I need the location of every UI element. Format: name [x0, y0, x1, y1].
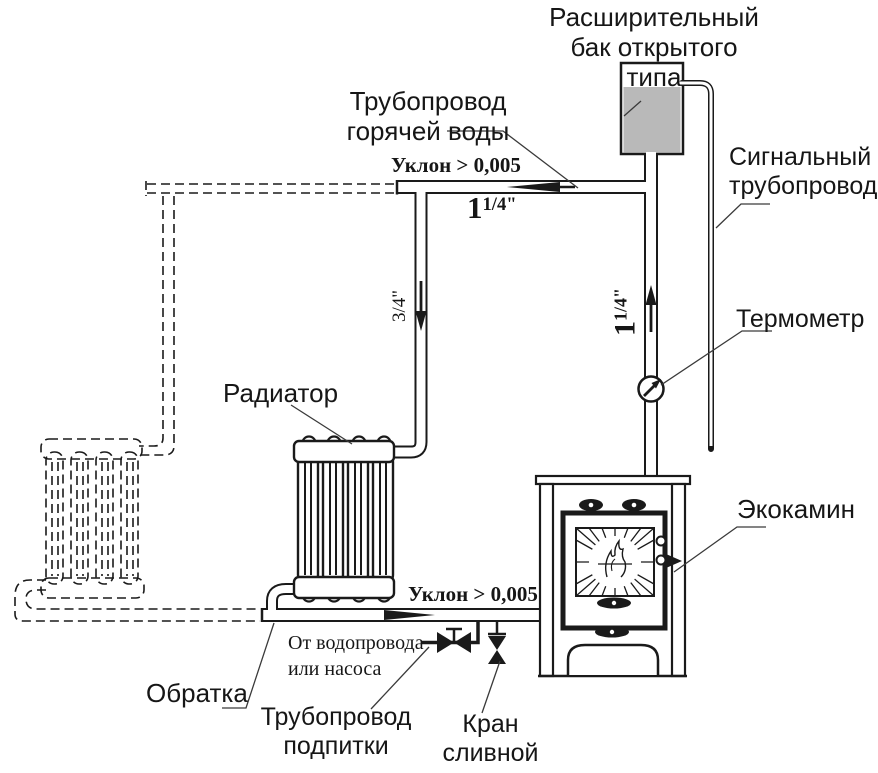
- makeup-valve: [437, 627, 471, 653]
- branch-pipe-size-label: 3/4": [388, 289, 410, 323]
- eco-fireplace-label: Экокамин: [737, 494, 855, 524]
- stove: [534, 474, 692, 678]
- drain-valve-label: Кран сливной: [442, 710, 539, 767]
- radiator-label: Радиатор: [223, 378, 339, 408]
- hot-water-pipe-label: Трубопровод горячей воды: [346, 86, 510, 147]
- branch-pipe-to-radiator: [391, 190, 428, 459]
- flow-arrows: [384, 182, 657, 620]
- flow-arrow-left-icon: [507, 182, 560, 192]
- door-handle: [666, 554, 682, 568]
- dashed-radiator: [40, 438, 145, 599]
- slope-bottom-label: Уклон > 0,005: [408, 582, 538, 606]
- expansion-tank: [619, 61, 685, 156]
- dashed-second-floor-circuit: [14, 181, 396, 622]
- flame-icon: [604, 538, 627, 578]
- return-line-label: Обратка: [146, 678, 248, 708]
- slope-top-label: Уклон > 0,005: [391, 153, 521, 177]
- radiator-body: [292, 435, 396, 603]
- signal-pipe: [679, 80, 714, 452]
- flow-arrow-down-icon: [415, 311, 427, 331]
- flow-arrow-up-icon: [645, 285, 657, 305]
- flow-arrow-right-icon: [384, 610, 435, 620]
- drain-valve-symbol: [488, 622, 506, 664]
- leader-lines: [222, 100, 772, 714]
- makeup-pipe-label: Трубопровод подпитки: [260, 703, 412, 760]
- hot-pipe-size-label: 11/4": [467, 190, 517, 225]
- thermometer-label: Термометр: [736, 305, 865, 333]
- riser-pipe-size-label: 11/4": [608, 288, 642, 336]
- water-source-label: От водопровода или насоса: [288, 632, 424, 680]
- expansion-tank-label: Расширительный бак открытого типа: [549, 2, 759, 93]
- signal-pipe-label: Сигнальный трубопровод: [729, 143, 878, 200]
- thermometer-gauge: [637, 375, 665, 403]
